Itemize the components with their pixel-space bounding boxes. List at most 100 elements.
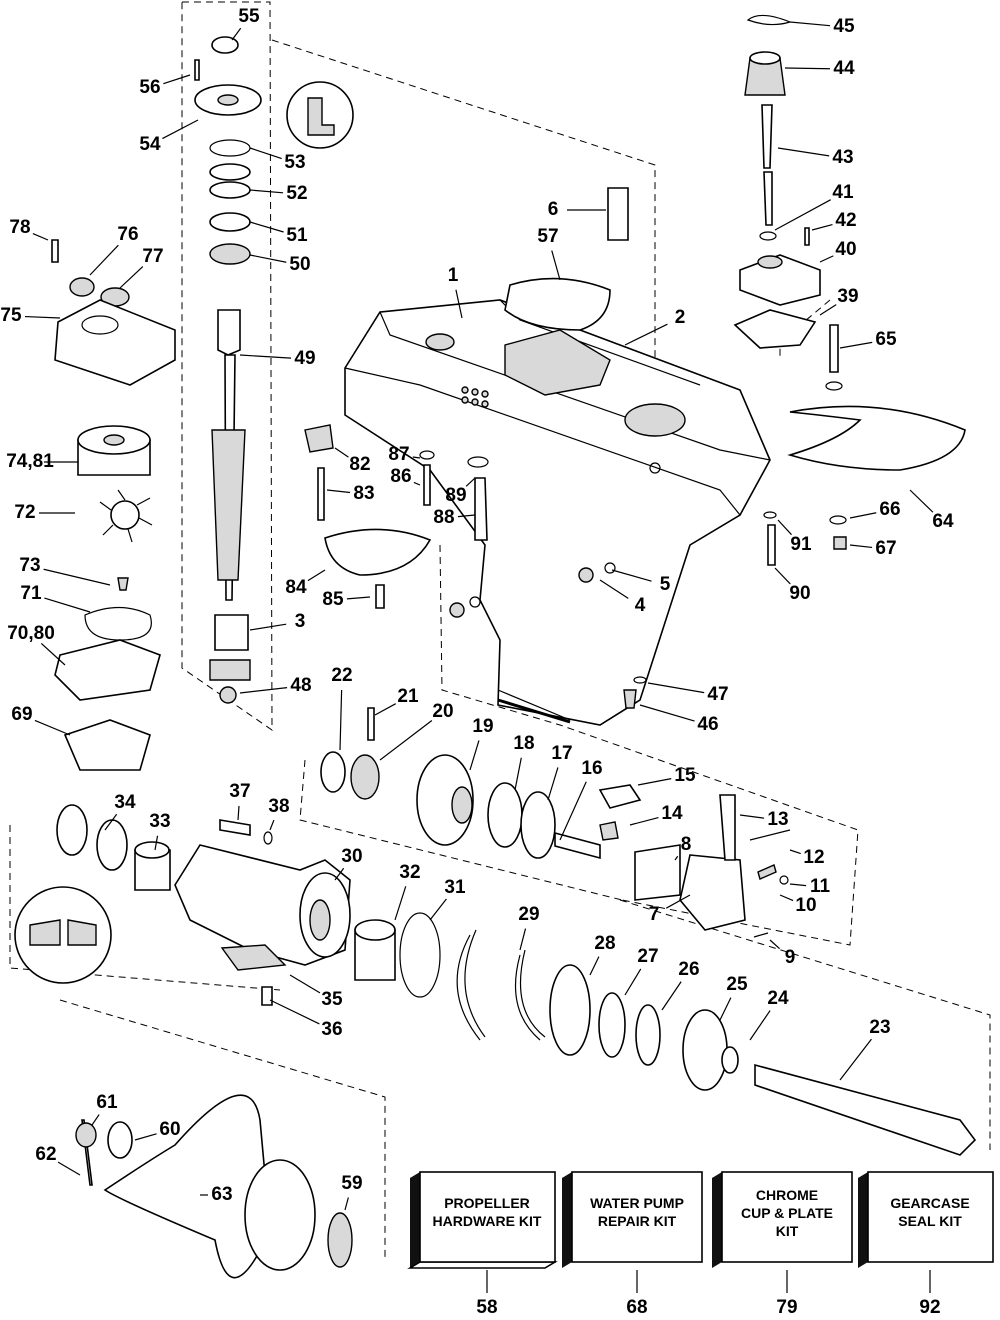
callout-47: 47 — [707, 684, 728, 705]
leader-line-90 — [774, 567, 791, 585]
callout-74-81: 74,81 — [6, 451, 54, 472]
callout-24: 24 — [767, 988, 789, 1009]
kit-chrome-line1: CHROME — [756, 1187, 818, 1203]
callout-33: 33 — [149, 811, 170, 832]
leader-line-45 — [789, 21, 831, 27]
kit-waterpump-number: 68 — [626, 1297, 647, 1318]
callout-87: 87 — [388, 444, 409, 465]
callout-48: 48 — [290, 675, 311, 696]
leader-line-51 — [249, 221, 284, 233]
leader-line-52 — [249, 189, 284, 194]
leader-line-42 — [811, 224, 833, 231]
leader-line-56 — [163, 74, 191, 85]
callout-39: 39 — [837, 286, 858, 307]
leader-line-17 — [547, 767, 559, 801]
callout-26: 26 — [678, 959, 699, 980]
callout-31: 31 — [444, 877, 466, 898]
callout-labels: 1234567891011121314151617181920212223242… — [0, 6, 954, 1205]
leader-line-33 — [154, 835, 159, 851]
callout-44: 44 — [833, 58, 855, 79]
leader-line-18 — [514, 757, 522, 791]
leader-line-20 — [379, 720, 433, 761]
leader-line-88 — [457, 514, 476, 518]
kit-waterpump-line2: REPAIR KIT — [598, 1213, 677, 1229]
leader-line-36 — [269, 999, 320, 1025]
leader-line-76 — [89, 244, 119, 276]
leader-line-87 — [412, 456, 421, 459]
kit-box-water-pump: WATER PUMP REPAIR KIT 68 — [562, 1171, 703, 1318]
callout-52: 52 — [286, 183, 307, 204]
leader-line-53 — [249, 147, 282, 160]
callout-56: 56 — [139, 77, 160, 98]
leader-line-61 — [91, 1114, 100, 1126]
callout-16: 16 — [581, 758, 602, 779]
leader-line-85 — [346, 596, 371, 600]
callout-34: 34 — [114, 792, 136, 813]
callout-13: 13 — [767, 809, 788, 830]
leader-line-16 — [559, 781, 587, 841]
callout-45: 45 — [833, 16, 855, 37]
leader-line-48 — [239, 686, 288, 694]
driveshaft-stack — [194, 36, 262, 704]
leader-line-46 — [639, 704, 695, 722]
leader-line-59 — [344, 1197, 349, 1211]
trim-tab-parts — [304, 187, 647, 709]
bearing-housing-propshaft — [56, 804, 977, 1156]
leader-line-5 — [611, 569, 652, 582]
leader-line-29 — [519, 928, 527, 951]
callout-50: 50 — [289, 254, 310, 275]
kit-seal-line2: SEAL KIT — [898, 1213, 962, 1229]
leader-line-83 — [326, 489, 351, 494]
kit-waterpump-line1: WATER PUMP — [590, 1195, 684, 1211]
callout-75: 75 — [0, 305, 22, 326]
callout-73: 73 — [19, 555, 40, 576]
leader-line-1 — [455, 289, 463, 319]
leader-line-77 — [119, 266, 144, 289]
leader-line-32 — [394, 886, 407, 921]
leader-line-41 — [774, 199, 831, 231]
leader-line-24 — [749, 1010, 771, 1041]
leader-line-39 — [819, 304, 837, 316]
callout-60: 60 — [159, 1119, 180, 1140]
callout-76: 76 — [117, 224, 138, 245]
leader-line-66 — [849, 512, 877, 519]
leader-line-84 — [307, 569, 326, 582]
callout-78: 78 — [9, 217, 30, 238]
callout-3: 3 — [295, 611, 306, 632]
callout-42: 42 — [835, 210, 856, 231]
leader-line-7 — [665, 894, 691, 909]
callout-1: 1 — [448, 265, 459, 286]
callout-88: 88 — [433, 507, 454, 528]
kit-box-propeller-hardware: PROPELLER HARDWARE KIT 58 — [407, 1171, 558, 1318]
leader-line-44 — [784, 67, 831, 70]
callout-64: 64 — [932, 511, 954, 532]
callout-40: 40 — [835, 239, 856, 260]
callout-46: 46 — [697, 714, 718, 735]
kit-propeller-number: 58 — [476, 1297, 497, 1318]
leader-line-86 — [413, 481, 421, 486]
callout-32: 32 — [399, 862, 420, 883]
callout-38: 38 — [268, 796, 289, 817]
leader-line-11 — [789, 883, 807, 887]
kit-box-chrome-cup: CHROME CUP & PLATE KIT 79 — [712, 1171, 853, 1318]
leader-line-23 — [839, 1038, 872, 1081]
leader-line-12 — [789, 849, 801, 855]
callout-30: 30 — [341, 846, 362, 867]
leader-line-71 — [44, 597, 91, 613]
callout-8: 8 — [681, 834, 692, 855]
propeller-assembly — [75, 1094, 353, 1279]
callout-2: 2 — [675, 307, 686, 328]
callout-17: 17 — [551, 743, 572, 764]
leader-line-26 — [661, 981, 682, 1011]
callout-62: 62 — [35, 1144, 56, 1165]
kit-chrome-number: 79 — [776, 1297, 797, 1318]
leader-lines — [24, 21, 934, 1211]
leader-line-27 — [624, 968, 642, 996]
kit-propeller-line2: HARDWARE KIT — [433, 1213, 542, 1229]
leader-line-15 — [637, 778, 672, 786]
callout-37: 37 — [229, 781, 250, 802]
callout-63: 63 — [211, 1184, 232, 1205]
callout-14: 14 — [661, 803, 683, 824]
leader-line-37 — [237, 805, 240, 821]
callout-61: 61 — [96, 1092, 118, 1113]
